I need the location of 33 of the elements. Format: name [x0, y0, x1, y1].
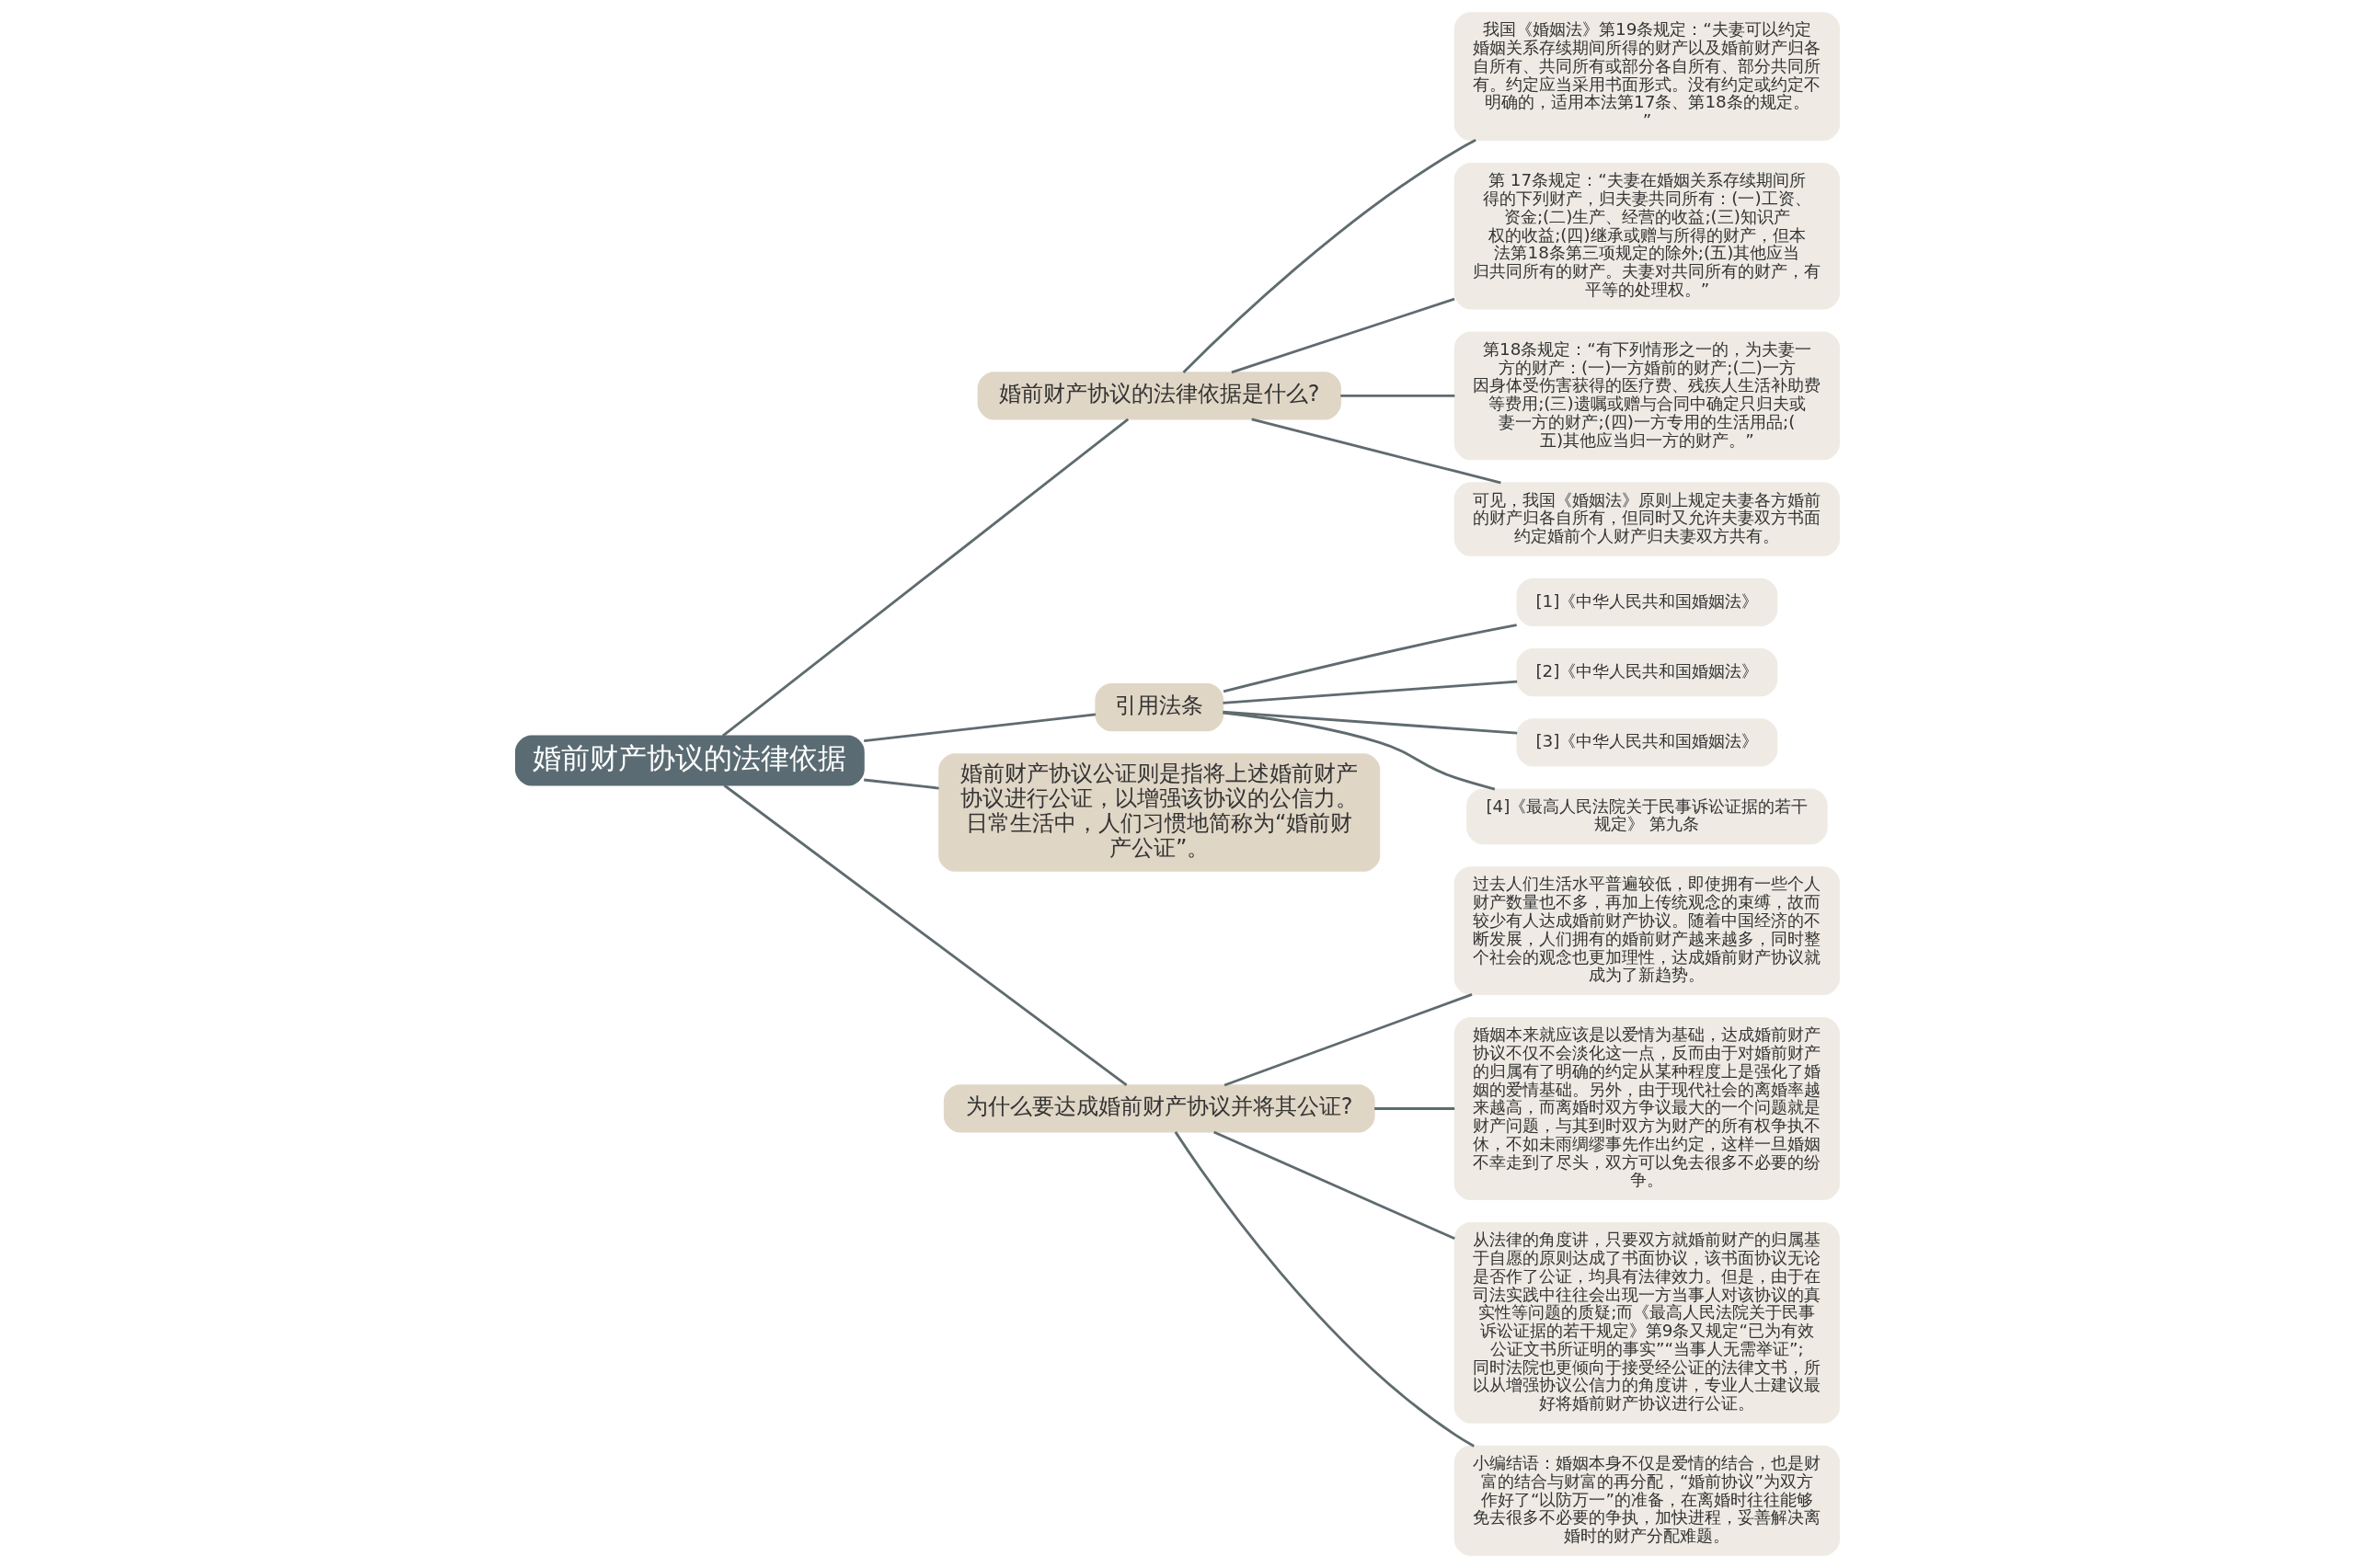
- connector: [1251, 418, 1501, 485]
- connector: [1174, 1131, 1475, 1448]
- node-box: 过去人们生活水平普遍较低，即使拥有一些个人财产数量也不多，再加上传统观念的束缚，故而较少有人达成婚前财产协议。随着中国经济的不断发展，人们拥有的婚前财产越来越多，同时整个社会的观念也更加理性，达成婚前财产协议就成为了新趋势。: [1453, 866, 1841, 995]
- node-box: 为什么要达成婚前财产协议并将其公证?: [943, 1084, 1375, 1133]
- node-box: 小编结语：婚姻本身不仅是爱情的结合，也是财富的结合与财富的再分配，“婚前协议”为双方作好了“以防万一”的准备，在离婚时往往能够免去很多不必要的争执，加快进程，妥善解决离婚时的财产分配难题。: [1453, 1445, 1841, 1556]
- node-box: 婚前财产协议的法律依据是什么?: [977, 372, 1341, 420]
- node-box: 婚姻本来就应该是以爱情为基础，达成婚前财产协议不仅不会淡化这一点，反而由于对婚前财产的归属有了明确的约定从某种程度上是强化了婚姻的爱情基础。另外，由于现代社会的离婚率越来越高，而离婚时双方争议最大的一个问题就是财产问题，与其到时双方为财产的所有权争执不休，不如未雨绸缪事先作出约定，这样一旦婚姻不幸走到了尽头，双方可以免去很多不必要的纷争。: [1453, 1016, 1841, 1200]
- connector: [1213, 1130, 1455, 1240]
- connector: [1340, 394, 1455, 397]
- connector: [864, 778, 939, 790]
- node-box: 第 17条规定：“夫妻在婚姻关系存续期间所得的下列财产，归夫妻共同所有：(一)工资、资金;(二)生产、经营的收益;(三)知识产权的收益;(四)继承或赠与所得的财产，但本法第18条第三项规定的除外;(五)其他应当归共同所有的财产。夫妻对共同所有的财产，有平等的处理权。”: [1453, 162, 1841, 310]
- connector: [1223, 993, 1473, 1087]
- node-box: [3]《中华人民共和国婚姻法》: [1516, 718, 1778, 767]
- connector: [864, 713, 1097, 743]
- connector: [1231, 297, 1455, 374]
- node-box: 引用法条: [1095, 683, 1224, 732]
- node-box: 从法律的角度讲，只要双方就婚前财产的归属基于自愿的原则达成了书面协议，该书面协议无论是否作了公证，均具有法律效力。但是，由于在司法实践中往往会出现一方当事人对该协议的真实性等问题的质疑;而《最高人民法院关于民事诉讼证据的若干规定》第9条又规定“已为有效公证文书所证明的事实”“当事人无需举证”;同时法院也更倾向于接受经公证的法律文书，所以从增强协议公信力的角度讲，专业人士建议最好将婚前财产协议进行公证。: [1453, 1222, 1841, 1424]
- connector: [721, 418, 1130, 738]
- connector: [1223, 680, 1518, 704]
- node-box: 婚前财产协议公证则是指将上述婚前财产协议进行公证，以增强该协议的公信力。日常生活中，人们习惯地简称为“婚前财产公证”。: [938, 753, 1381, 872]
- connector: [1374, 1107, 1455, 1110]
- node-box: 婚前财产协议的法律依据: [514, 735, 865, 786]
- node-box: 第18条规定：“有下列情形之一的，为夫妻一方的财产：(一)一方婚前的财产;(二)一方因身体受伤害获得的医疗费、残疾人生活补助费等费用;(三)遗嘱或赠与合同中确定只归夫或妻一方的财产;(四)一方专用的生活用品;(五)其他应当归一方的财产。”: [1453, 331, 1841, 461]
- connector: [1182, 139, 1476, 373]
- connector: [1223, 624, 1517, 693]
- node-box: [1]《中华人民共和国婚姻法》: [1516, 578, 1778, 626]
- connector: [723, 784, 1128, 1087]
- connector: [1223, 711, 1496, 791]
- node-box: [2]《中华人民共和国婚姻法》: [1516, 647, 1778, 697]
- node-box: [4]《最高人民法院关于民事诉讼证据的若干规定》 第九条: [1466, 788, 1828, 845]
- connector: [1223, 710, 1518, 735]
- node-box: 我国《婚姻法》第19条规定：“夫妻可以约定婚姻关系存续期间所得的财产以及婚前财产归各自所有、共同所有或部分各自所有、部分共同所有。约定应当采用书面形式。没有约定或约定不明确的，适用本法第17条、第18条的规定。”: [1453, 12, 1841, 141]
- node-box: 可见，我国《婚姻法》原则上规定夫妻各方婚前的财产归各自所有，但同时又允许夫妻双方书面约定婚前个人财产归夫妻双方共有。: [1453, 482, 1841, 556]
